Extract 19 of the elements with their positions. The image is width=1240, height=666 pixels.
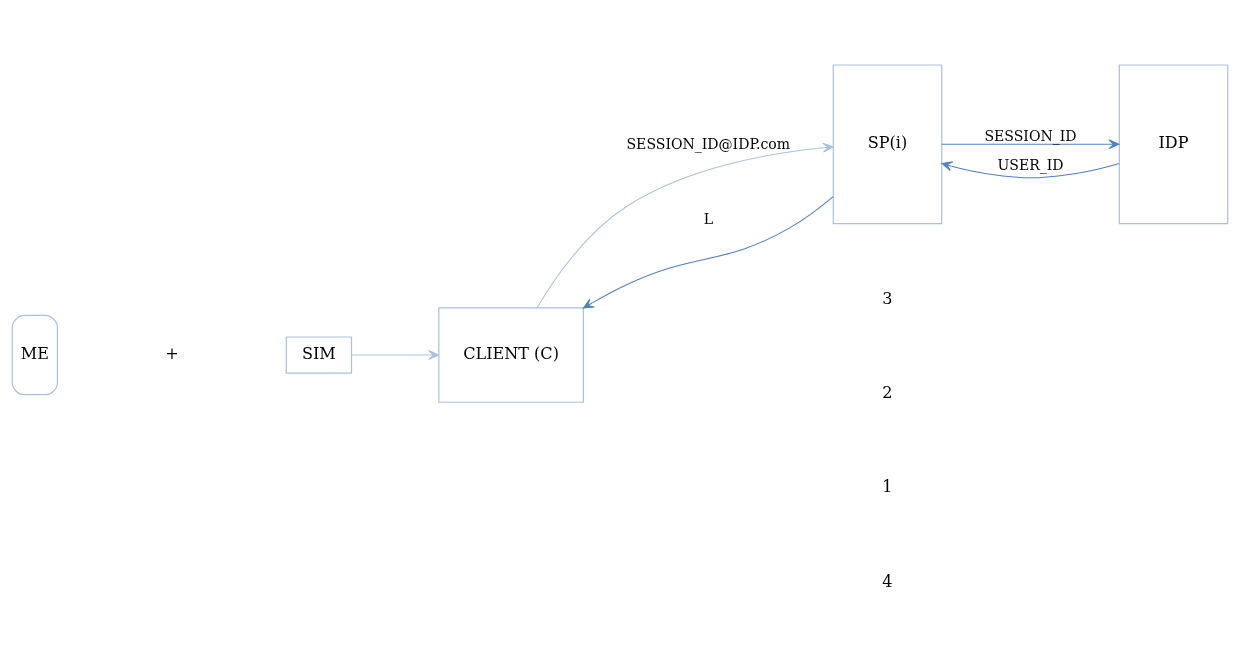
node-box: SP(i) [832,64,943,225]
node-box: CLIENT (C) [438,307,584,403]
arrow [941,161,1120,179]
edge-label: USER_ID [997,156,1064,173]
arrow [941,139,1120,150]
node-box: SIM [285,336,353,374]
label: 3 [882,288,893,308]
label: 1 [882,477,893,497]
arrow [351,350,440,361]
label: 2 [882,383,893,403]
node-box: IDP [1118,64,1229,225]
label: 4 [882,571,893,591]
edge-label: SESSION_ID@IDP.com [626,135,791,152]
edge-label: SESSION_ID [984,127,1077,144]
arrow [582,196,834,309]
edge-label: L [703,210,713,227]
arrow [536,142,834,309]
label: + [165,343,179,363]
node-box: ME [11,314,59,396]
